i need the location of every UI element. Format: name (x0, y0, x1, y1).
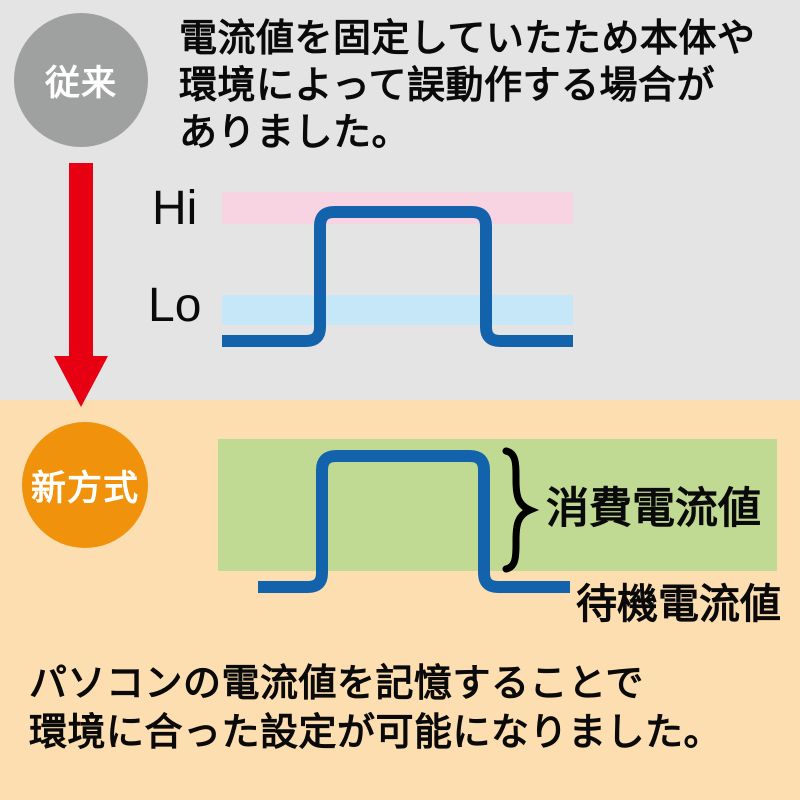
lo-threshold-band (222, 295, 573, 325)
conventional-badge: 従来 (14, 13, 148, 147)
description-line: ありました。 (179, 112, 411, 154)
new-method-badge-label: 新方式 (30, 468, 139, 508)
conventional-description: 電流値を固定していたため本体や 環境によって誤動作する場合が ありました。 (179, 16, 755, 157)
conventional-section: 従来 電流値を固定していたため本体や 環境によって誤動作する場合が ありました。… (0, 0, 800, 400)
brace-path (502, 447, 540, 573)
new-method-section: 新方式 消費電流値 待機電流値 パソコンの電流値を記憶することで 環境に合った設… (0, 400, 800, 800)
standby-current-label: 待機電流値 (576, 581, 781, 627)
hi-threshold-band (222, 192, 573, 224)
description-line: 環境によって誤動作する場合が (179, 65, 715, 107)
brace-icon (502, 447, 540, 573)
new-method-badge: 新方式 (22, 422, 148, 548)
hi-label: Hi (152, 182, 198, 235)
description-line: パソコンの電流値を記憶することで (29, 663, 644, 705)
consumption-current-label: 消費電流値 (546, 485, 761, 533)
conventional-badge-label: 従来 (44, 63, 117, 103)
down-arrow-icon (54, 163, 108, 407)
down-arrow-shape (54, 163, 108, 407)
lo-label: Lo (148, 279, 202, 332)
description-line: 電流値を固定していたため本体や (179, 18, 756, 60)
new-method-description: パソコンの電流値を記憶することで 環境に合った設定が可能になりました。 (29, 660, 722, 758)
description-line: 環境に合った設定が可能になりました。 (29, 712, 723, 754)
